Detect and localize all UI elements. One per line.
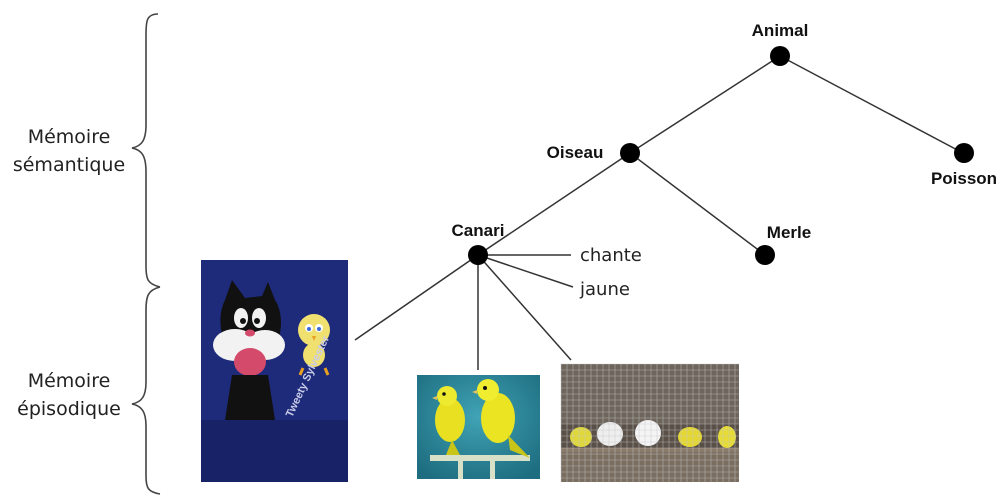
cage-photo bbox=[560, 363, 739, 482]
cage-mesh bbox=[560, 363, 739, 482]
label-oiseau: Oiseau bbox=[547, 143, 604, 162]
episodic-memory-label: Mémoire épisodique bbox=[4, 367, 134, 423]
episodic-label-line2: épisodique bbox=[17, 398, 121, 420]
semantic-label-line2: sémantique bbox=[12, 154, 126, 176]
canary-left bbox=[432, 386, 465, 455]
sylvester-figure bbox=[213, 280, 285, 420]
semantic-label-line1: Mémoire bbox=[27, 126, 111, 148]
label-merle: Merle bbox=[767, 223, 811, 242]
canary-right bbox=[472, 379, 530, 458]
episodic-label-line1: Mémoire bbox=[27, 370, 111, 392]
edge-oiseau-canari bbox=[477, 152, 631, 256]
attr-jaune: jaune bbox=[579, 279, 630, 300]
edge-canari-jaune bbox=[477, 254, 574, 288]
tree-nodes bbox=[468, 46, 974, 265]
semantic-brace bbox=[131, 13, 161, 288]
canaries-perch-photo bbox=[417, 375, 540, 479]
node-poisson bbox=[954, 143, 974, 163]
label-canari: Canari bbox=[452, 221, 505, 240]
tweety-figure bbox=[298, 314, 330, 376]
edge-canari-photo2 bbox=[477, 254, 572, 361]
edge-animal-oiseau bbox=[629, 55, 781, 154]
poster-photo: Tweety Sylvester bbox=[201, 260, 348, 482]
episodic-brace bbox=[131, 286, 161, 495]
edge-canari-poster bbox=[354, 254, 479, 341]
attr-chante: chante bbox=[580, 245, 642, 266]
node-oiseau bbox=[620, 143, 640, 163]
node-merle bbox=[755, 245, 775, 265]
label-poisson: Poisson bbox=[931, 169, 997, 188]
node-canari bbox=[468, 245, 488, 265]
edge-animal-poisson bbox=[779, 55, 964, 154]
label-animal: Animal bbox=[752, 21, 809, 40]
semantic-memory-label: Mémoire sémantique bbox=[4, 123, 134, 179]
edge-oiseau-merle bbox=[629, 152, 766, 256]
tree-edges bbox=[354, 55, 964, 370]
node-animal bbox=[770, 46, 790, 66]
